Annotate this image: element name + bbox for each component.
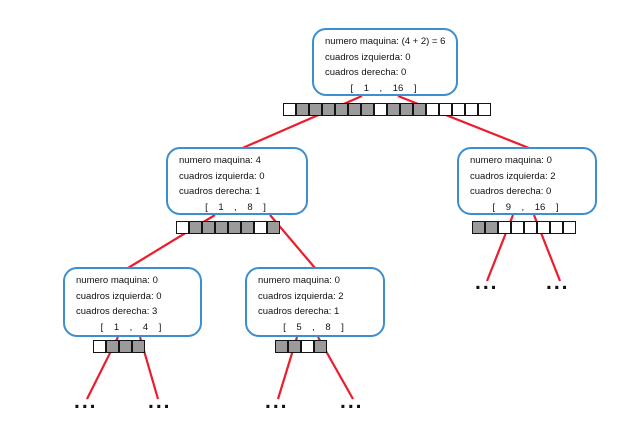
- tape-cell-white: [301, 340, 314, 353]
- tape-cell-gray: [413, 103, 426, 116]
- tape-cell-gray: [189, 221, 202, 234]
- tape-cell-gray: [288, 340, 301, 353]
- range-label: [ 1 , 4 ]: [100, 321, 162, 333]
- tape-cell-gray: [215, 221, 228, 234]
- tape-cell-white: [254, 221, 267, 234]
- tape-cell-white: [550, 221, 563, 234]
- right-squares-label: cuadros derecha: 1: [179, 186, 261, 197]
- tape-cell-gray: [485, 221, 498, 234]
- tape-strip-bottom-left: [93, 340, 145, 353]
- tape-cell-gray: [309, 103, 322, 116]
- tape-cell-gray: [335, 103, 348, 116]
- tape-cell-white: [537, 221, 550, 234]
- tape-cell-gray: [322, 103, 335, 116]
- right-squares-label: cuadros derecha: 3: [76, 306, 158, 317]
- tape-cell-white: [283, 103, 296, 116]
- left-squares-label: cuadros izquierda: 0: [179, 170, 265, 182]
- left-squares-label: cuadros izquierda: 2: [470, 170, 556, 182]
- machine-number-label: numero maquina: 0: [470, 155, 552, 166]
- tape-cell-gray: [400, 103, 413, 116]
- tape-cell-gray: [472, 221, 485, 234]
- tape-cell-white: [176, 221, 189, 234]
- subtree-ellipsis: ...: [340, 390, 364, 413]
- tape-cell-gray: [119, 340, 132, 353]
- tape-cell-white: [563, 221, 576, 234]
- machine-number-label: numero maquina: 0: [76, 275, 158, 286]
- tape-cell-white: [465, 103, 478, 116]
- tape-cell-gray: [361, 103, 374, 116]
- machine-node-bottom-left: numero maquina: 0 cuadros izquierda: 0 c…: [63, 267, 202, 337]
- tape-cell-gray: [202, 221, 215, 234]
- subtree-ellipsis: ...: [546, 271, 570, 294]
- machine-node-root: numero maquina: (4 + 2) = 6 cuadros izqu…: [312, 28, 458, 96]
- left-squares-label: cuadros izquierda: 0: [325, 51, 411, 63]
- range-label: [ 1 , 16 ]: [350, 82, 417, 94]
- right-squares-label: cuadros derecha: 0: [325, 67, 407, 78]
- tape-cell-gray: [275, 340, 288, 353]
- tape-cell-gray: [106, 340, 119, 353]
- tape-strip-right: [472, 221, 576, 234]
- machine-node-bottom-middle: numero maquina: 0 cuadros izquierda: 2 c…: [245, 267, 385, 337]
- right-squares-label: cuadros derecha: 0: [470, 186, 552, 197]
- range-label: [ 9 , 16 ]: [492, 201, 559, 213]
- tape-cell-white: [426, 103, 439, 116]
- machine-number-label: numero maquina: 0: [258, 275, 340, 286]
- tape-cell-gray: [296, 103, 309, 116]
- left-squares-label: cuadros izquierda: 2: [258, 290, 344, 302]
- machine-node-right: numero maquina: 0 cuadros izquierda: 2 c…: [457, 147, 597, 215]
- tape-strip-bottom-middle: [275, 340, 327, 353]
- tape-cell-gray: [228, 221, 241, 234]
- subtree-ellipsis: ...: [265, 390, 289, 413]
- tape-cell-white: [511, 221, 524, 234]
- tape-cell-white: [452, 103, 465, 116]
- tape-cell-gray: [314, 340, 327, 353]
- right-squares-label: cuadros derecha: 1: [258, 306, 340, 317]
- machine-number-label: numero maquina: 4: [179, 155, 261, 166]
- machine-number-label: numero maquina: (4 + 2) = 6: [325, 36, 446, 47]
- range-label: [ 1 , 8 ]: [205, 201, 266, 213]
- tape-cell-gray: [132, 340, 145, 353]
- tape-cell-white: [439, 103, 452, 116]
- tape-cell-white: [498, 221, 511, 234]
- tape-cell-white: [374, 103, 387, 116]
- tape-strip-left: [176, 221, 280, 234]
- machine-node-left: numero maquina: 4 cuadros izquierda: 0 c…: [166, 147, 308, 215]
- tape-cell-white: [524, 221, 537, 234]
- tape-cell-gray: [241, 221, 254, 234]
- subtree-ellipsis: ...: [74, 390, 98, 413]
- tape-cell-gray: [267, 221, 280, 234]
- left-squares-label: cuadros izquierda: 0: [76, 290, 162, 302]
- subtree-ellipsis: ...: [148, 390, 172, 413]
- subtree-ellipsis: ...: [475, 271, 499, 294]
- range-label: [ 5 , 8 ]: [283, 321, 344, 333]
- tape-cell-gray: [387, 103, 400, 116]
- tape-cell-white: [478, 103, 491, 116]
- tape-strip-root: [283, 103, 491, 116]
- tape-cell-gray: [348, 103, 361, 116]
- tape-cell-white: [93, 340, 106, 353]
